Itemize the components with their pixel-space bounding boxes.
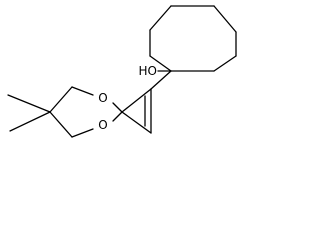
methyl-bond xyxy=(7,94,51,113)
dioxane-ring xyxy=(49,86,123,138)
dioxane-bond xyxy=(71,86,94,96)
oxygen-bottom-label: O xyxy=(98,118,107,132)
dioxane-bond xyxy=(49,111,73,138)
oxygen-top-label: O xyxy=(98,91,107,105)
dioxane-bond xyxy=(112,102,123,113)
cyclohexane-bond xyxy=(213,55,237,72)
cyclopropene-bond xyxy=(121,88,152,113)
molecule-structure-diagram: HO O O xyxy=(7,5,237,138)
dioxane-bond xyxy=(49,86,73,113)
gem-dimethyl-group xyxy=(7,94,51,132)
hydroxyl-label: HO xyxy=(139,64,157,78)
methyl-bond xyxy=(9,111,51,132)
ring-link-bond xyxy=(150,70,172,90)
dioxane-bond xyxy=(71,128,94,138)
cyclohexane-bond xyxy=(149,55,172,72)
cyclopropene-ring xyxy=(121,70,172,134)
dioxane-bond xyxy=(112,111,123,122)
cyclohexane-ring xyxy=(149,5,237,72)
cyclopropene-bond xyxy=(121,111,152,134)
cyclohexane-bond xyxy=(149,5,172,31)
cyclohexane-bond xyxy=(213,5,237,33)
